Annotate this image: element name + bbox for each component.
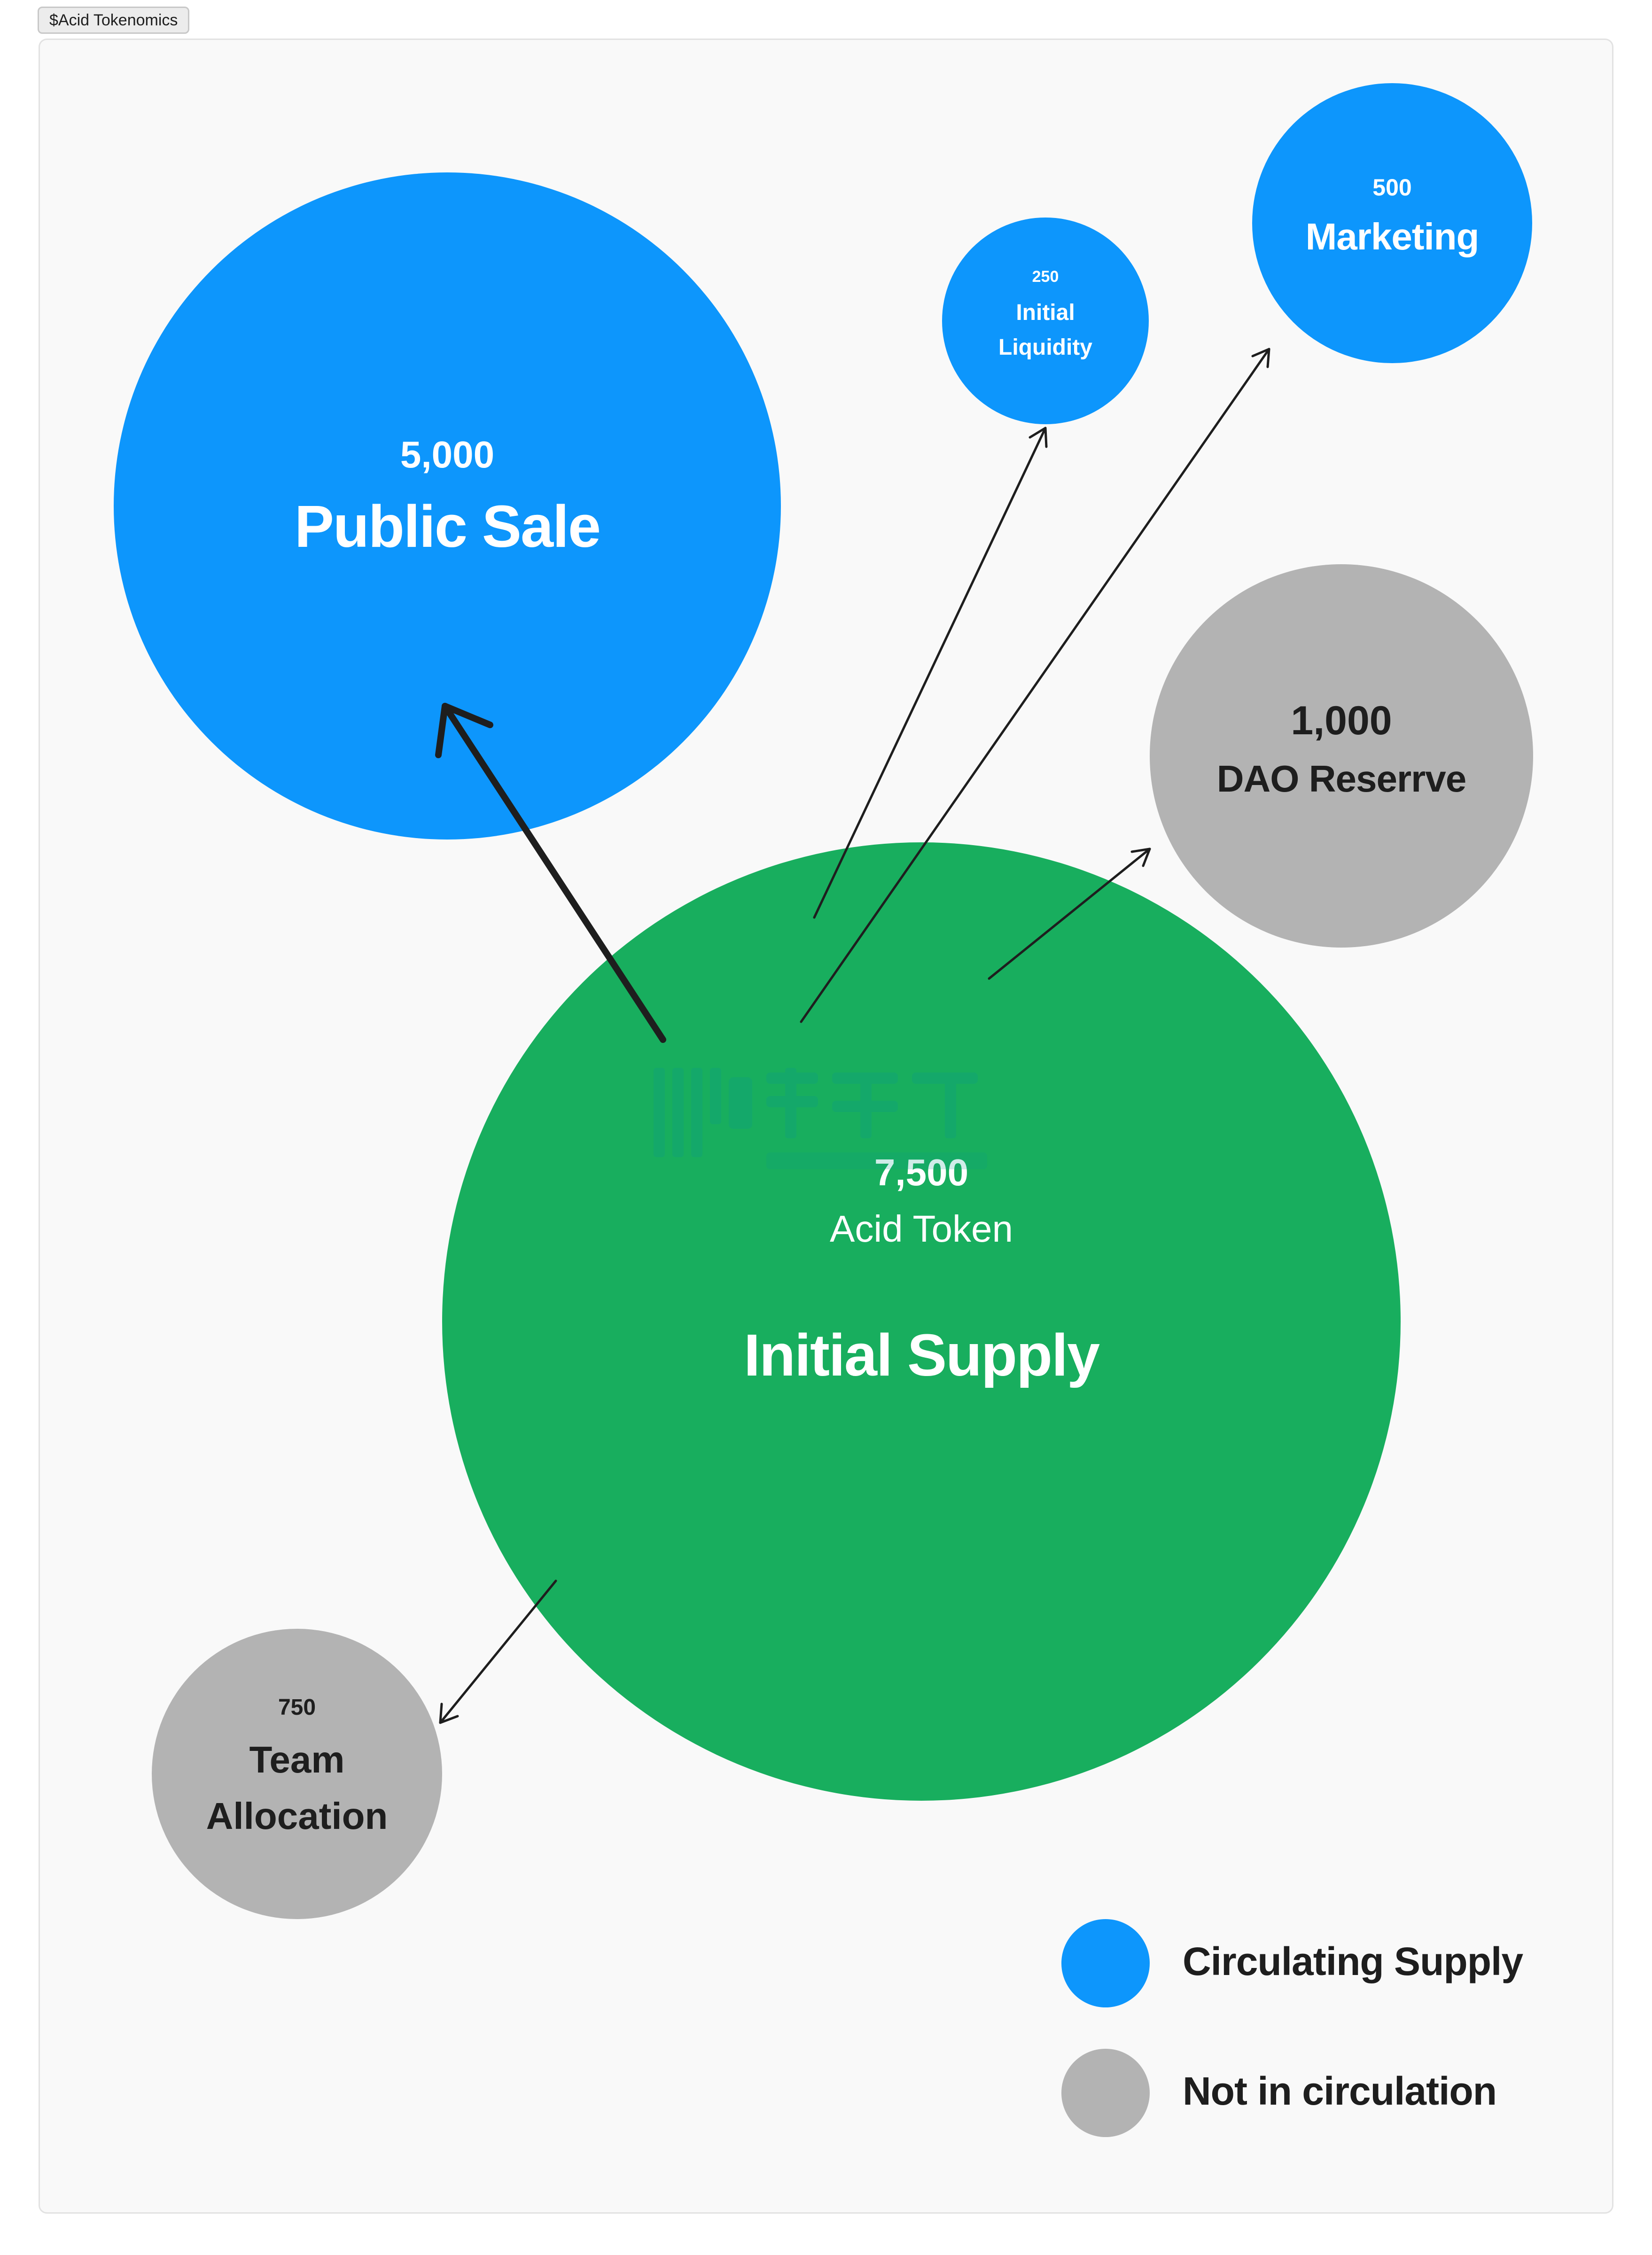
legend-circulating-dot [1061,1919,1150,2007]
initial-supply-label: Initial Supply [743,1322,1100,1388]
public-sale-label: Public Sale [294,493,601,560]
initial-liquidity-label-line2: Liquidity [998,334,1092,360]
dao-reserve-bubble: 1,000 DAO Reserrve [1150,564,1533,948]
arrow-to-dao-reserve [988,848,1151,980]
public-sale-amount: 5,000 [400,433,495,475]
initial-liquidity-bubble: 250 Initial Liquidity [942,218,1149,424]
legend-circulating-label: Circulating Supply [1183,1939,1523,1983]
blockbeats-watermark-logo [654,1068,987,1169]
team-allocation-label-line2: Allocation [206,1795,388,1837]
marketing-label: Marketing [1305,216,1480,257]
legend-not-circulating-label: Not in circulation [1183,2069,1497,2113]
initial-supply-amount: 7,500 [874,1151,969,1193]
team-allocation-bubble: 750 Team Allocation [152,1629,442,1919]
arrow-to-team-allocation [439,1579,557,1724]
marketing-bubble: 500 Marketing [1252,83,1532,363]
frame-title[interactable]: $Acid Tokenomics [38,7,190,34]
initial-liquidity-amount: 250 [1032,267,1059,286]
arrow-to-marketing [800,348,1270,1023]
legend-not-circulating-dot [1061,2049,1150,2137]
initial-liquidity-label-line1: Initial [1016,300,1075,325]
arrow-to-initial-liquidity [813,427,1048,919]
public-sale-bubble: 5,000 Public Sale [114,172,781,840]
marketing-amount: 500 [1372,174,1412,201]
team-allocation-amount: 750 [278,1695,316,1720]
team-allocation-label-line1: Team [249,1738,345,1781]
dao-reserve-label: DAO Reserrve [1216,757,1466,800]
tokenomics-diagram: 5,000 Public Sale 250 Initial Liquidity … [39,39,1613,2214]
allocation-arrows [435,348,1270,1724]
initial-supply-unit: Acid Token [830,1207,1013,1250]
arrow-to-public-sale [435,703,666,1043]
dao-reserve-amount: 1,000 [1291,698,1392,743]
initial-supply-bubble: 7,500 Acid Token Initial Supply [442,842,1401,1801]
